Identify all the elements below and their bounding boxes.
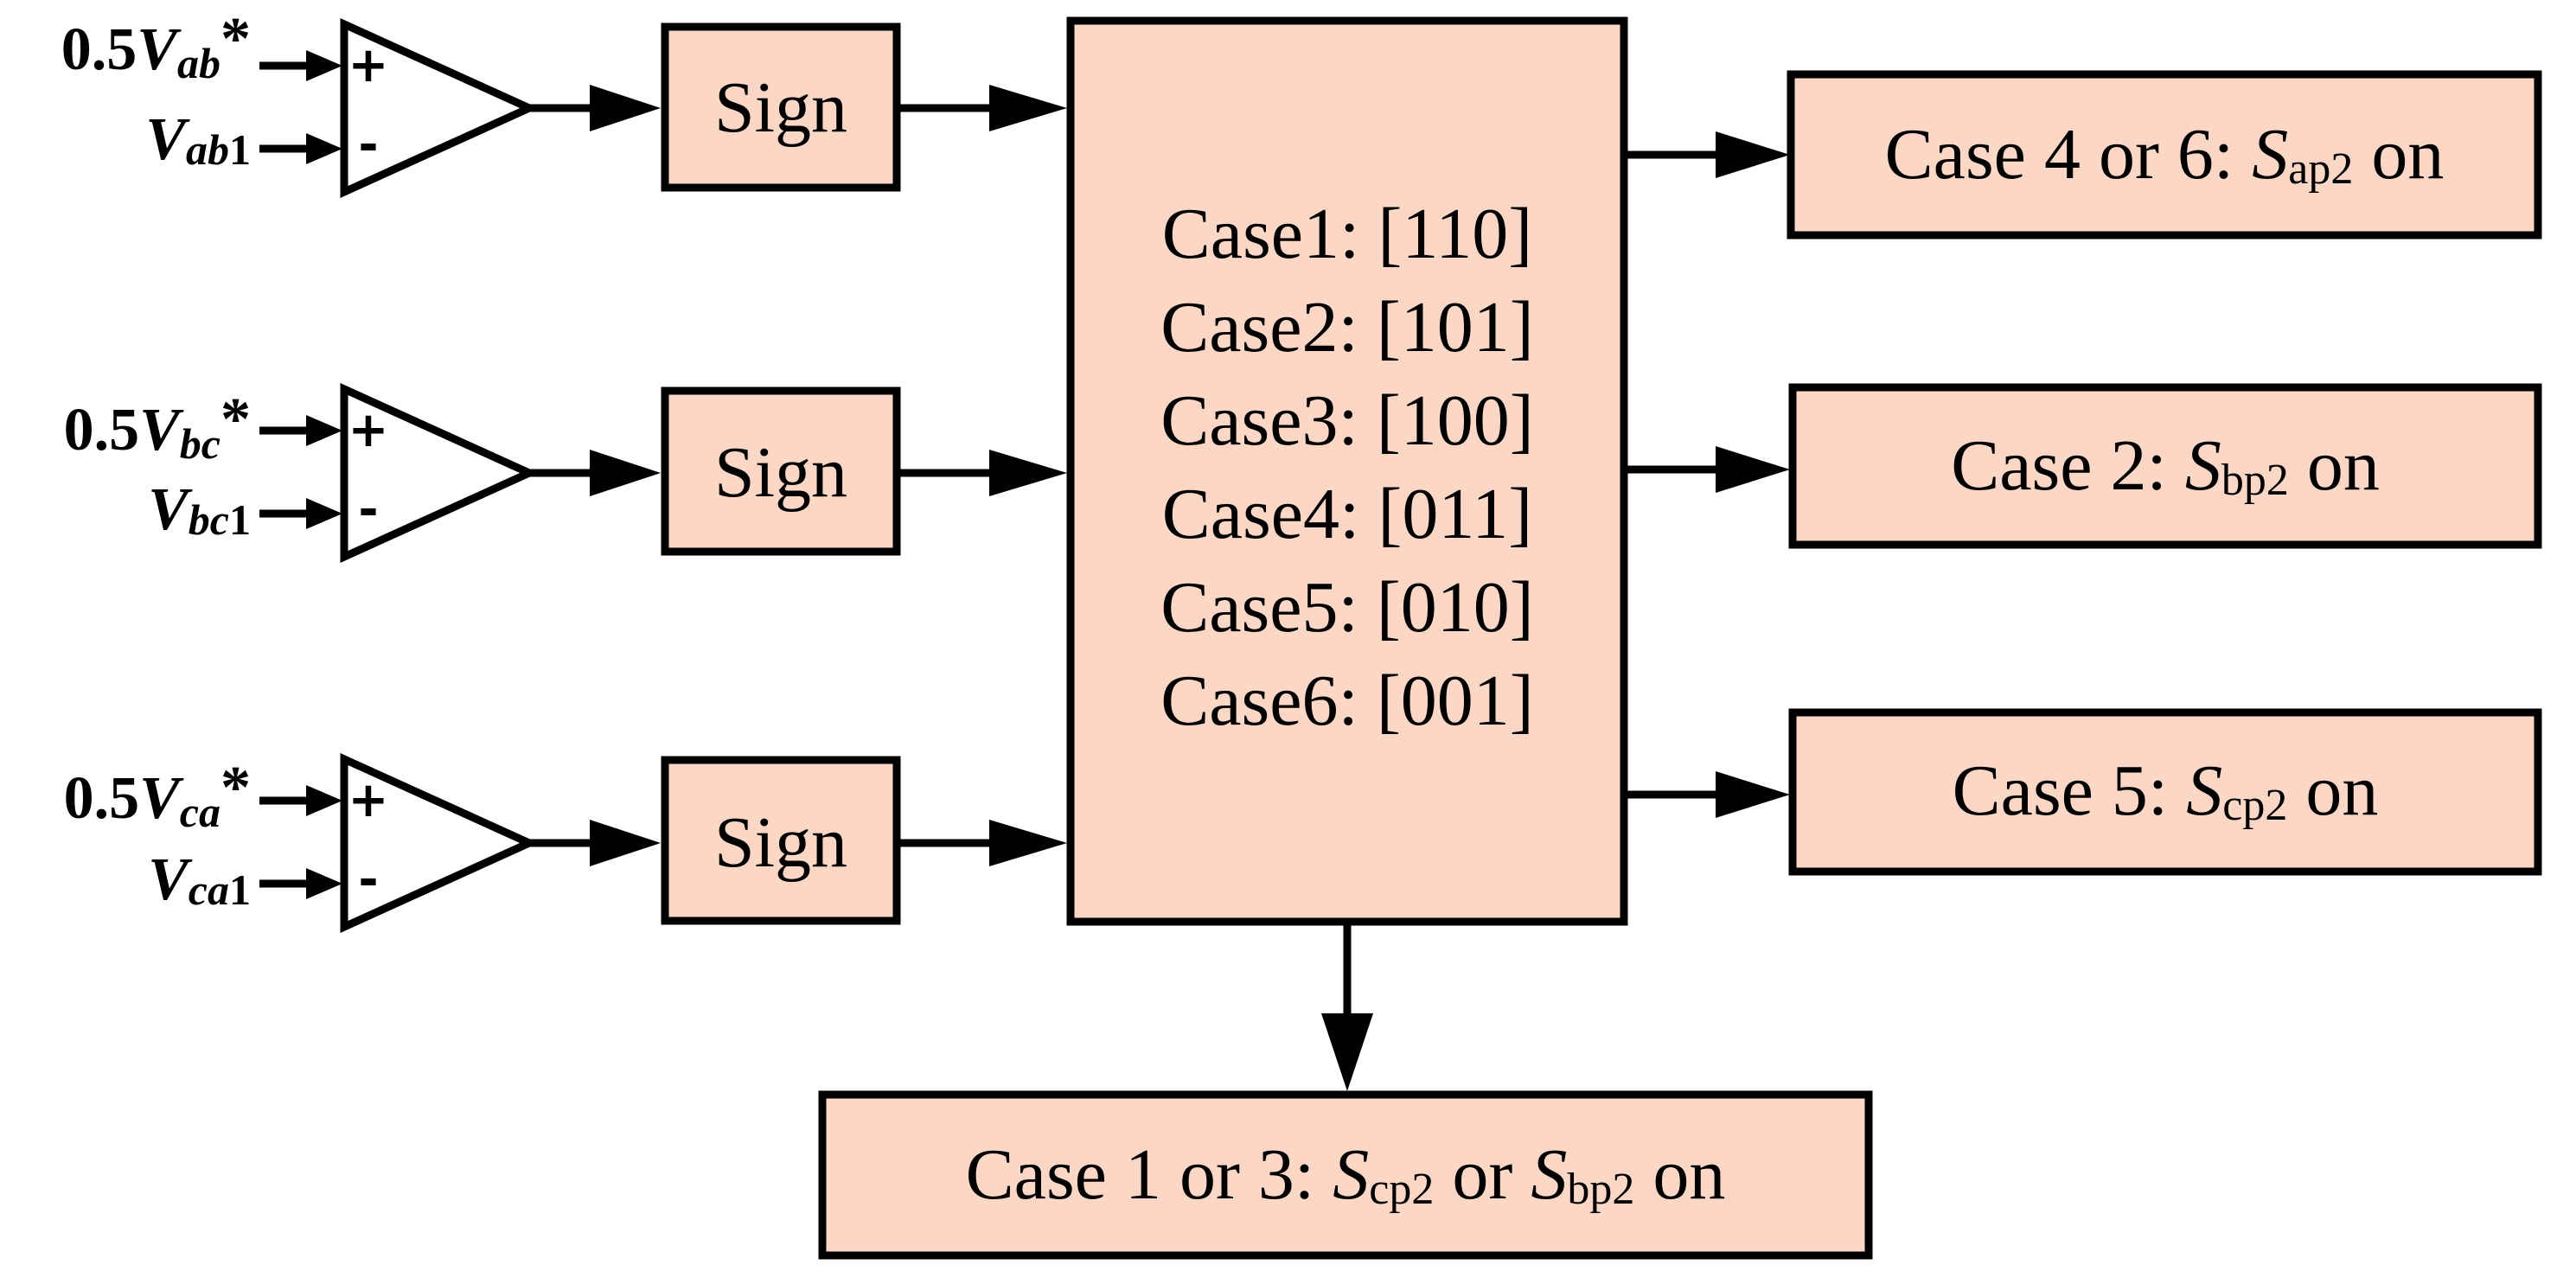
output-label-bp2: Case 2: Sbp2 on (1951, 425, 2380, 506)
sign-block-ca (661, 756, 901, 925)
fb-arrowhead-bc (306, 498, 342, 529)
ref-arrowhead-ca (306, 785, 342, 816)
sign-to-logic-arrowhead-bc (989, 450, 1067, 496)
comparator-ab (340, 18, 539, 198)
sign-to-logic-arrowhead-ab (989, 85, 1067, 131)
logic-to-cp2-arrowhead (1716, 771, 1790, 818)
row-bc: 0.5Vbc* Vbc1 + - Sign (64, 383, 1067, 563)
ref-arrowhead-bc (306, 415, 342, 446)
plus-sign-ca: + (348, 772, 389, 828)
output-ap2: Case 4 or 6: Sap2 on (1624, 70, 2542, 240)
minus-sign-ca: - (358, 852, 378, 908)
output-label-bottom: Case 1 or 3: Scp2 or Sbp2 on (966, 1134, 1726, 1215)
ref-arrowhead-ab (306, 50, 342, 81)
case-line-2: Case2: [101] (1160, 287, 1534, 367)
row-ca: 0.5Vca* Vca1 + - Sign (64, 753, 1067, 933)
fb-arrowhead-ab (306, 133, 342, 164)
ref-label-ca: 0.5Vca* (64, 755, 251, 836)
sign-to-logic-arrowhead-ca (989, 820, 1067, 866)
fb-label-ca: Vca1 (148, 846, 251, 914)
output-label-cp2: Case 5: Scp2 on (1953, 750, 2379, 831)
sign-label-ab: Sign (714, 67, 847, 148)
comp-to-sign-arrowhead-ca (590, 820, 661, 866)
minus-sign-ab: - (358, 117, 378, 173)
fb-label-bc: Vbc1 (148, 476, 251, 544)
plus-sign-bc: + (348, 402, 389, 458)
logic-to-ap2-arrowhead (1716, 131, 1790, 178)
output-box-ap2 (1787, 70, 2542, 240)
comparator-bc (340, 383, 539, 563)
fb-arrowhead-ca (306, 868, 342, 899)
plus-sign-ab: + (348, 37, 389, 93)
row-ab: 0.5Vab* Vab1 + - Sign (61, 6, 1067, 198)
output-cp2-or-bp2: Case 1 or 3: Scp2 or Sbp2 on (818, 922, 1873, 1260)
ref-label-bc: 0.5Vbc* (64, 386, 251, 468)
ref-label-ab: 0.5Vab* (61, 6, 251, 87)
output-box-cp2 (1788, 708, 2542, 876)
output-cp2: Case 5: Scp2 on (1624, 708, 2542, 876)
comp-to-sign-arrowhead-ab (590, 85, 661, 131)
minus-sign-bc: - (358, 482, 378, 538)
case-line-3: Case3: [100] (1160, 380, 1534, 461)
output-bp2: Case 2: Sbp2 on (1624, 383, 2542, 549)
output-box-bp2 (1788, 383, 2542, 549)
output-box-bottom (818, 1090, 1873, 1260)
sign-label-ca: Sign (714, 802, 847, 883)
comp-to-sign-arrowhead-bc (590, 450, 661, 496)
comparator-ca (340, 753, 539, 933)
case-line-6: Case6: [001] (1160, 661, 1534, 741)
sign-block-bc (661, 386, 901, 556)
logic-to-bp2-arrowhead (1716, 446, 1790, 493)
case-logic-block: Case1: [110] Case2: [101] Case3: [100] C… (1066, 16, 1628, 926)
case-line-5: Case5: [010] (1160, 567, 1534, 648)
logic-to-bottom-arrowhead (1321, 1013, 1373, 1091)
case-line-4: Case4: [011] (1162, 474, 1532, 554)
case-line-1: Case1: [110] (1162, 194, 1532, 274)
sign-label-bc: Sign (714, 432, 847, 513)
fb-label-ab: Vab1 (145, 106, 251, 174)
output-label-ap2: Case 4 or 6: Sap2 on (1885, 114, 2445, 195)
case-table-box (1066, 16, 1628, 926)
